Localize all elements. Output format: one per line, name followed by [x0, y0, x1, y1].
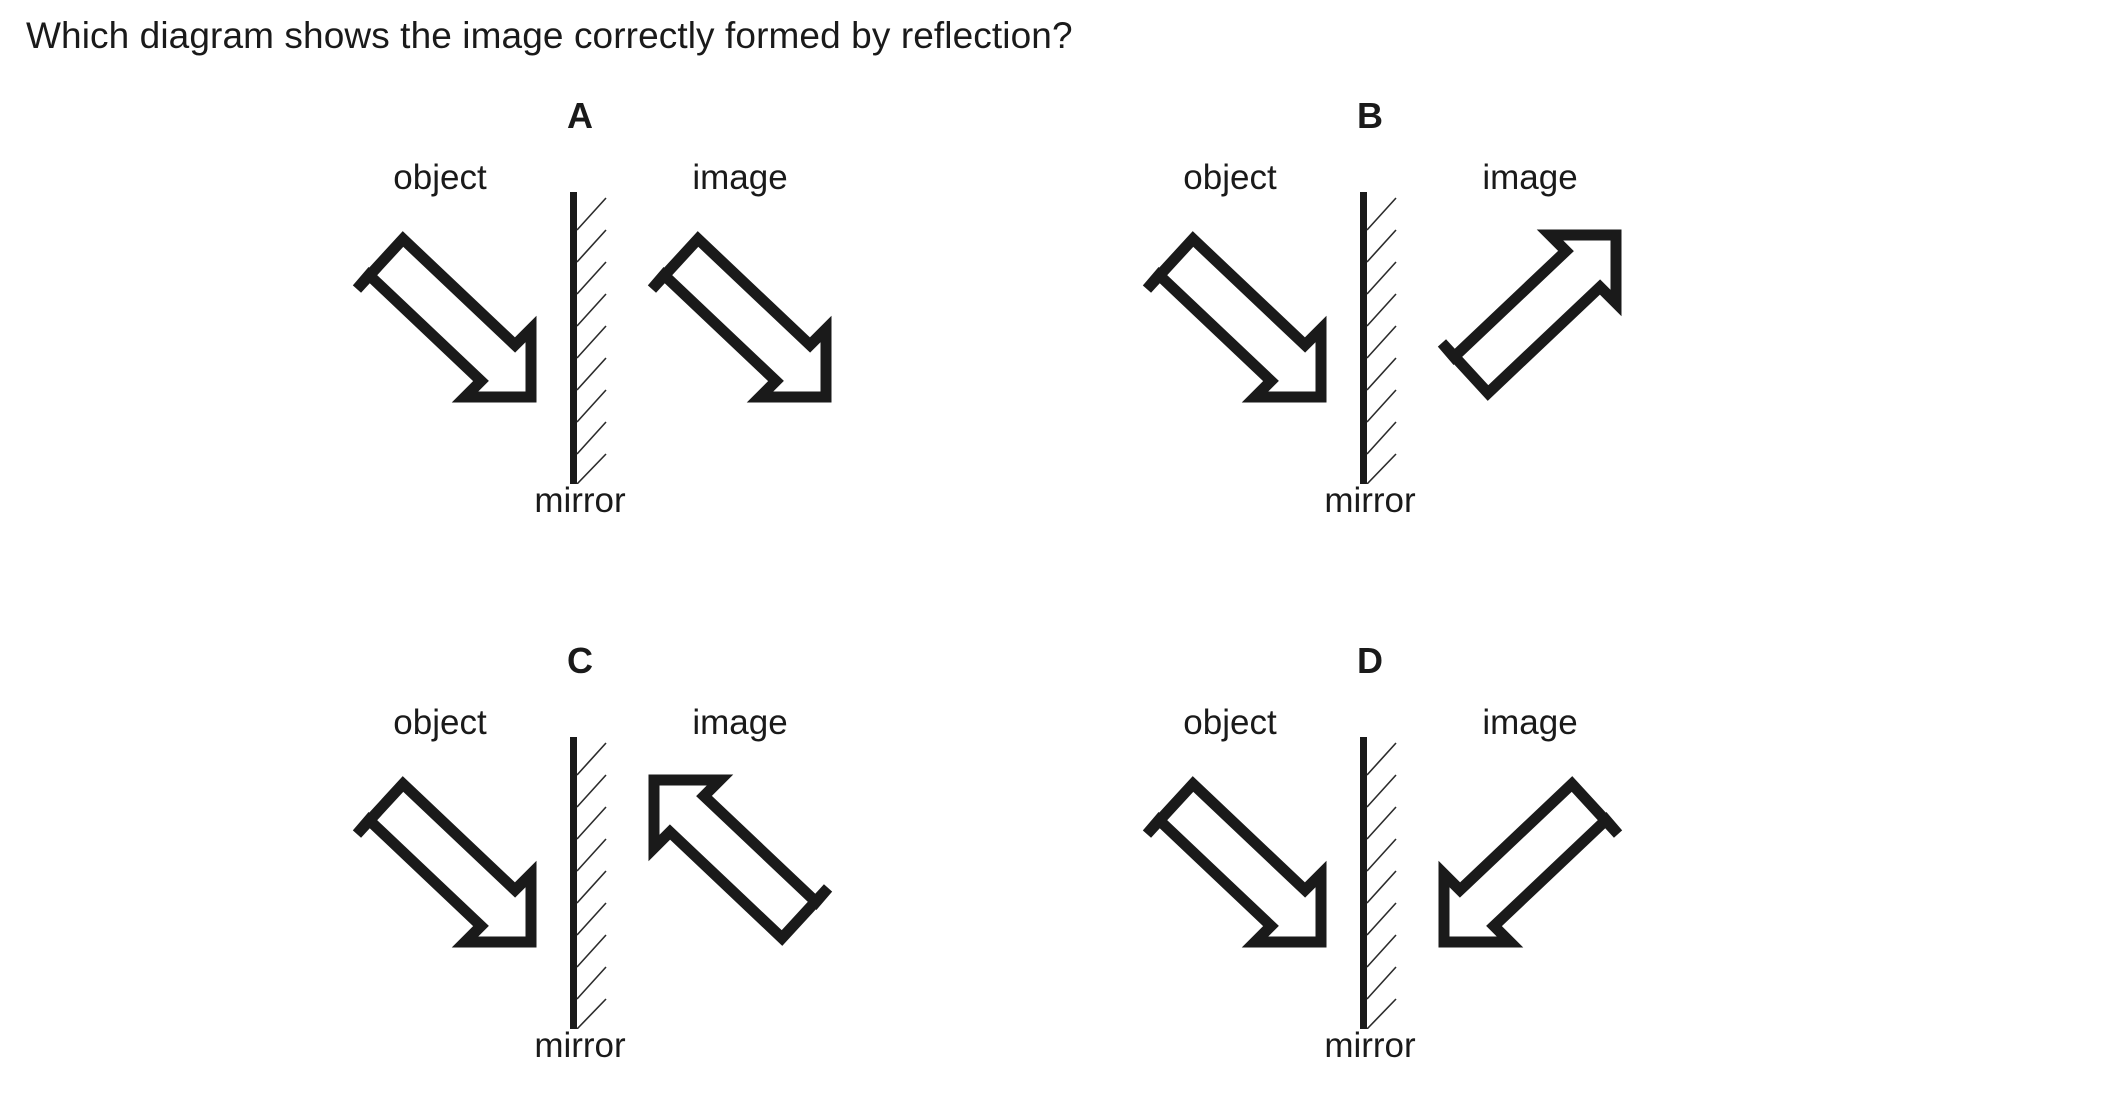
mirror-hatching-b	[1366, 197, 1397, 484]
image-arrow-d	[1430, 766, 1630, 956]
object-arrow-c	[345, 766, 545, 956]
object-arrow-b	[1135, 221, 1335, 411]
mirror-surface-line-b	[1360, 192, 1367, 484]
object-label-a: object	[393, 158, 487, 197]
object-label-c: object	[393, 703, 487, 742]
image-label-a: image	[692, 158, 788, 197]
question-stem: Which diagram shows the image correctly …	[26, 15, 1073, 56]
image-label-c: image	[692, 703, 788, 742]
object-arrow-d	[1135, 766, 1335, 956]
object-label-d: object	[1183, 703, 1277, 742]
mirror-b	[1360, 192, 1400, 484]
option-letter-d: D	[1357, 640, 1383, 681]
diagram-option-a[interactable]: A object image	[250, 96, 1050, 566]
image-label-b: image	[1482, 158, 1578, 197]
mirror-d	[1360, 737, 1400, 1029]
mirror-label-c: mirror	[534, 1026, 626, 1065]
image-arrow-a	[640, 221, 840, 411]
object-label-b: object	[1183, 158, 1277, 197]
mirror-surface-line-c	[570, 737, 577, 1029]
mirror-hatching-c	[576, 742, 607, 1029]
mirror-label-a: mirror	[534, 481, 626, 520]
diagram-option-d[interactable]: D object image	[1040, 641, 1840, 1111]
mirror-hatching-d	[1366, 742, 1397, 1029]
image-label-d: image	[1482, 703, 1578, 742]
option-letter-c: C	[567, 640, 593, 681]
mirror-hatching-a	[576, 197, 607, 484]
mirror-a	[570, 192, 610, 484]
diagram-option-c[interactable]: C object image	[250, 641, 1050, 1111]
image-arrow-c	[640, 766, 840, 956]
image-arrow-b	[1430, 221, 1630, 411]
option-letter-a: A	[567, 95, 593, 136]
mirror-label-d: mirror	[1324, 1026, 1416, 1065]
diagram-grid: A object image	[0, 96, 2101, 1109]
mirror-surface-line-a	[570, 192, 577, 484]
object-arrow-a	[345, 221, 545, 411]
mirror-label-b: mirror	[1324, 481, 1416, 520]
mirror-surface-line-d	[1360, 737, 1367, 1029]
option-letter-b: B	[1357, 95, 1383, 136]
diagram-option-b[interactable]: B object image	[1040, 96, 1840, 566]
mirror-c	[570, 737, 610, 1029]
